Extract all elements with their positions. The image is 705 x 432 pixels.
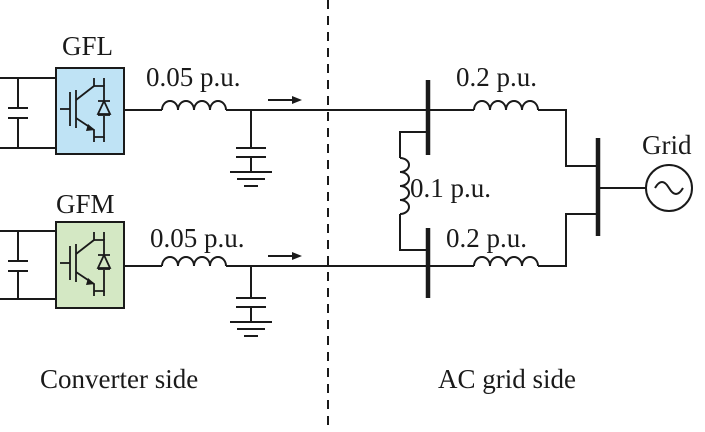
converter-side-caption: Converter side bbox=[40, 364, 198, 394]
bus-tie-inductor bbox=[399, 157, 410, 215]
gfl-switch-icon bbox=[60, 78, 112, 142]
gfl-converter-box bbox=[55, 67, 125, 155]
gfm-filter-impedance: 0.05 p.u. bbox=[150, 223, 245, 253]
gfl-ac-capacitor bbox=[230, 110, 272, 187]
ac-grid-side-caption: AC grid side bbox=[438, 364, 576, 394]
gfl-dc-capacitor bbox=[0, 77, 56, 149]
ac-source-icon bbox=[645, 164, 693, 212]
bus-tie-impedance: 0.1 p.u. bbox=[410, 173, 491, 203]
ac-grid-network: 0.1 p.u. 0.2 p.u. 0.2 p.u. Grid bbox=[399, 62, 693, 298]
gfm-converter-box bbox=[55, 221, 125, 309]
gfl-current-arrow bbox=[268, 96, 302, 104]
upper-grid-impedance: 0.2 p.u. bbox=[456, 62, 537, 92]
gfm-switch-icon bbox=[60, 232, 112, 296]
lower-grid-inductor bbox=[473, 256, 539, 267]
gfm-ac-capacitor bbox=[230, 266, 272, 337]
gfm-dc-capacitor bbox=[0, 230, 56, 300]
gfl-label: GFL bbox=[62, 31, 113, 61]
gfm-branch: GFM 0.05 p.u. bbox=[0, 189, 426, 337]
gfl-branch: GFL 0.05 p.u. bbox=[0, 31, 426, 187]
upper-grid-inductor bbox=[473, 100, 539, 111]
grid-label: Grid bbox=[642, 130, 692, 160]
lower-grid-impedance: 0.2 p.u. bbox=[446, 223, 527, 253]
gfm-inductor bbox=[161, 256, 227, 267]
gfl-inductor bbox=[161, 100, 227, 111]
gfl-filter-impedance: 0.05 p.u. bbox=[146, 62, 241, 92]
gfm-label: GFM bbox=[56, 189, 115, 219]
gfm-current-arrow bbox=[268, 252, 302, 260]
